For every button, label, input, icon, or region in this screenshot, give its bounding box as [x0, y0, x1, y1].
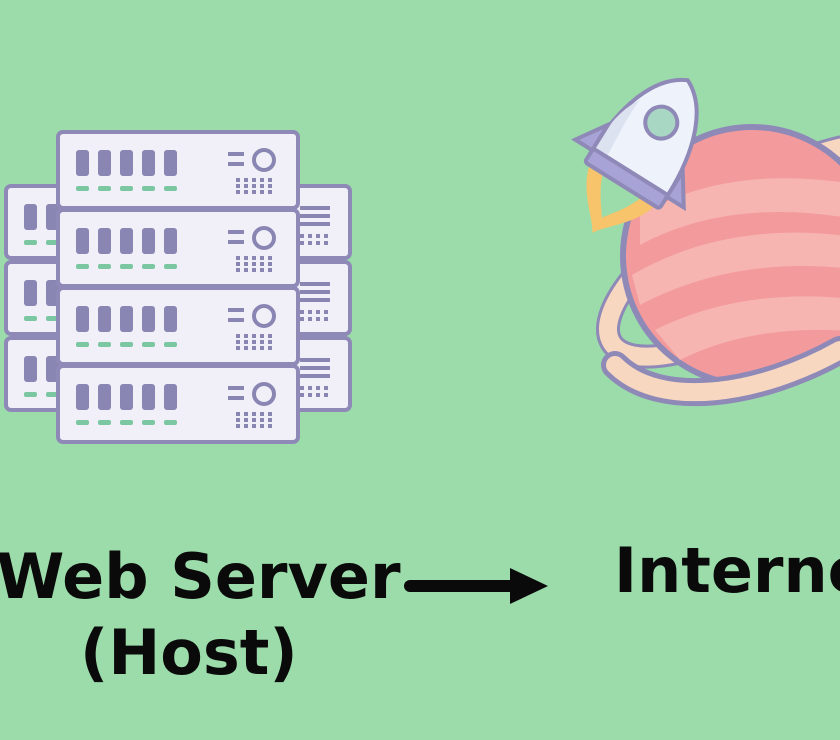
server-unit — [56, 130, 300, 210]
planet — [620, 124, 840, 388]
server-rack-front — [56, 130, 300, 444]
planet-rocket-icon — [570, 77, 840, 407]
rocket — [570, 77, 699, 233]
planet-ring-front — [601, 336, 840, 407]
server-unit — [56, 364, 300, 444]
server-unit — [56, 208, 300, 288]
internet-label: Interne — [614, 534, 840, 607]
arrow-right-icon — [404, 568, 548, 604]
server-label-line2: (Host) — [80, 616, 298, 689]
server-unit — [56, 286, 300, 366]
server-rack-icon — [4, 130, 352, 444]
server-label-line1: Web Server — [0, 540, 401, 613]
